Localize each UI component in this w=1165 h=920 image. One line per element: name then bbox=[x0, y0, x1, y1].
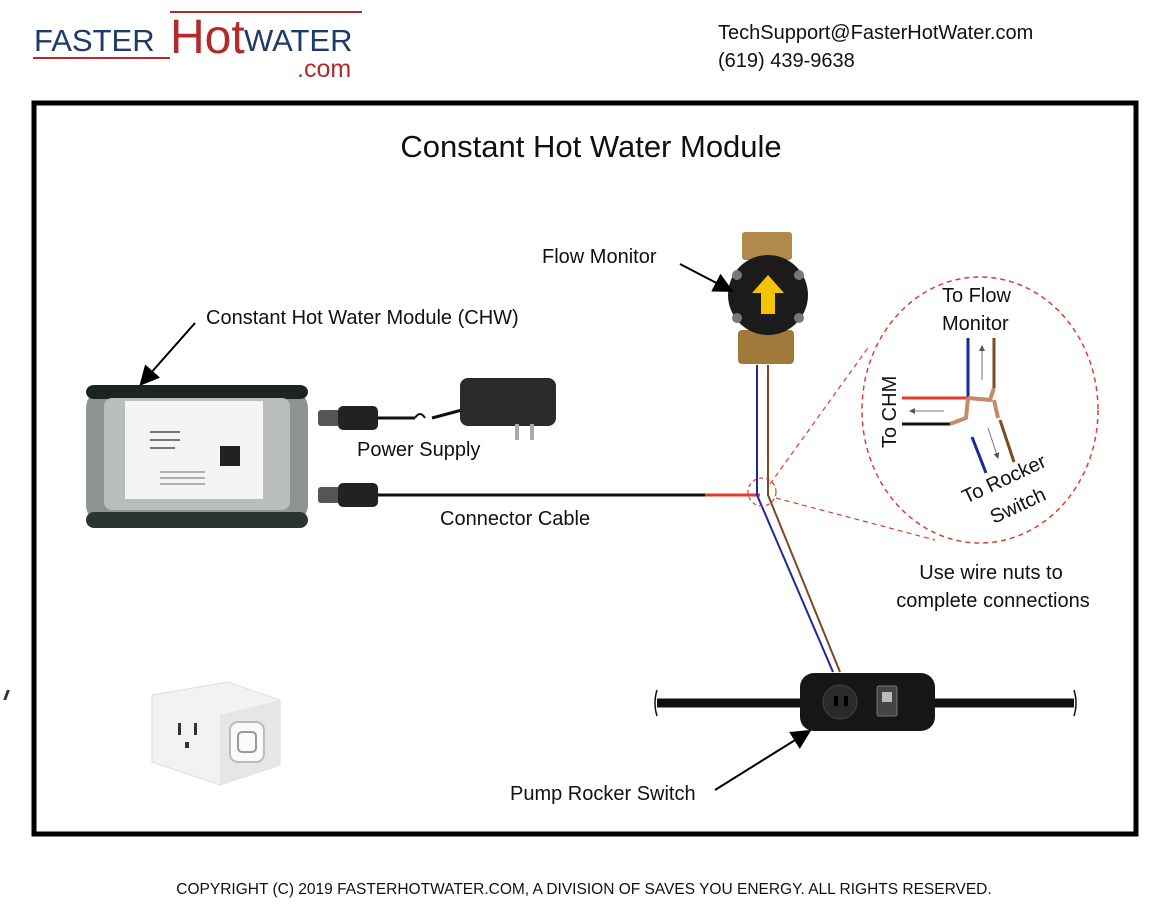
connector-cable-label: Connector Cable bbox=[440, 508, 590, 530]
chw-pointer-arrow bbox=[139, 322, 196, 386]
diagram-frame bbox=[31, 100, 1139, 837]
pump-rocker-switch-label: Pump Rocker Switch bbox=[510, 783, 696, 805]
callout-to-chm: To CHM bbox=[879, 376, 901, 448]
logo-water: WATER bbox=[244, 23, 353, 58]
support-email[interactable]: TechSupport@FasterHotWater.com bbox=[718, 22, 1033, 44]
smart-plug-image bbox=[3, 681, 281, 786]
logo-domain: .com bbox=[297, 55, 351, 83]
wire-nuts-note-line2: complete connections bbox=[896, 590, 1089, 612]
callout-to-flow-line2: Monitor bbox=[942, 313, 1009, 335]
callout-to-flow-line1: To Flow bbox=[942, 285, 1011, 307]
logo[interactable]: FASTER Hot WATER .com bbox=[33, 11, 362, 83]
power-supply-image bbox=[318, 378, 556, 440]
logo-hot: Hot bbox=[170, 11, 245, 64]
wire-nut-callout bbox=[747, 276, 1099, 544]
chw-module-image bbox=[86, 385, 308, 528]
flow-monitor-pointer-arrow bbox=[679, 263, 734, 292]
flow-monitor-label: Flow Monitor bbox=[542, 246, 657, 268]
flow-direction-arrow-icon bbox=[752, 275, 784, 314]
wires bbox=[756, 365, 841, 673]
diagram-title: Constant Hot Water Module bbox=[400, 129, 781, 164]
pump-rocker-switch-image bbox=[654, 673, 1077, 731]
power-supply-label: Power Supply bbox=[357, 439, 480, 461]
logo-faster: FASTER bbox=[34, 23, 155, 58]
connector-cable bbox=[318, 483, 760, 507]
flow-monitor-image bbox=[728, 232, 808, 364]
wire-nuts-note-line1: Use wire nuts to bbox=[919, 562, 1062, 584]
support-phone: (619) 439-9638 bbox=[718, 50, 855, 72]
chw-module-label: Constant Hot Water Module (CHW) bbox=[206, 307, 519, 329]
copyright-footer: COPYRIGHT (C) 2019 FASTERHOTWATER.COM, A… bbox=[176, 881, 991, 898]
switch-pointer-arrow bbox=[714, 729, 812, 791]
